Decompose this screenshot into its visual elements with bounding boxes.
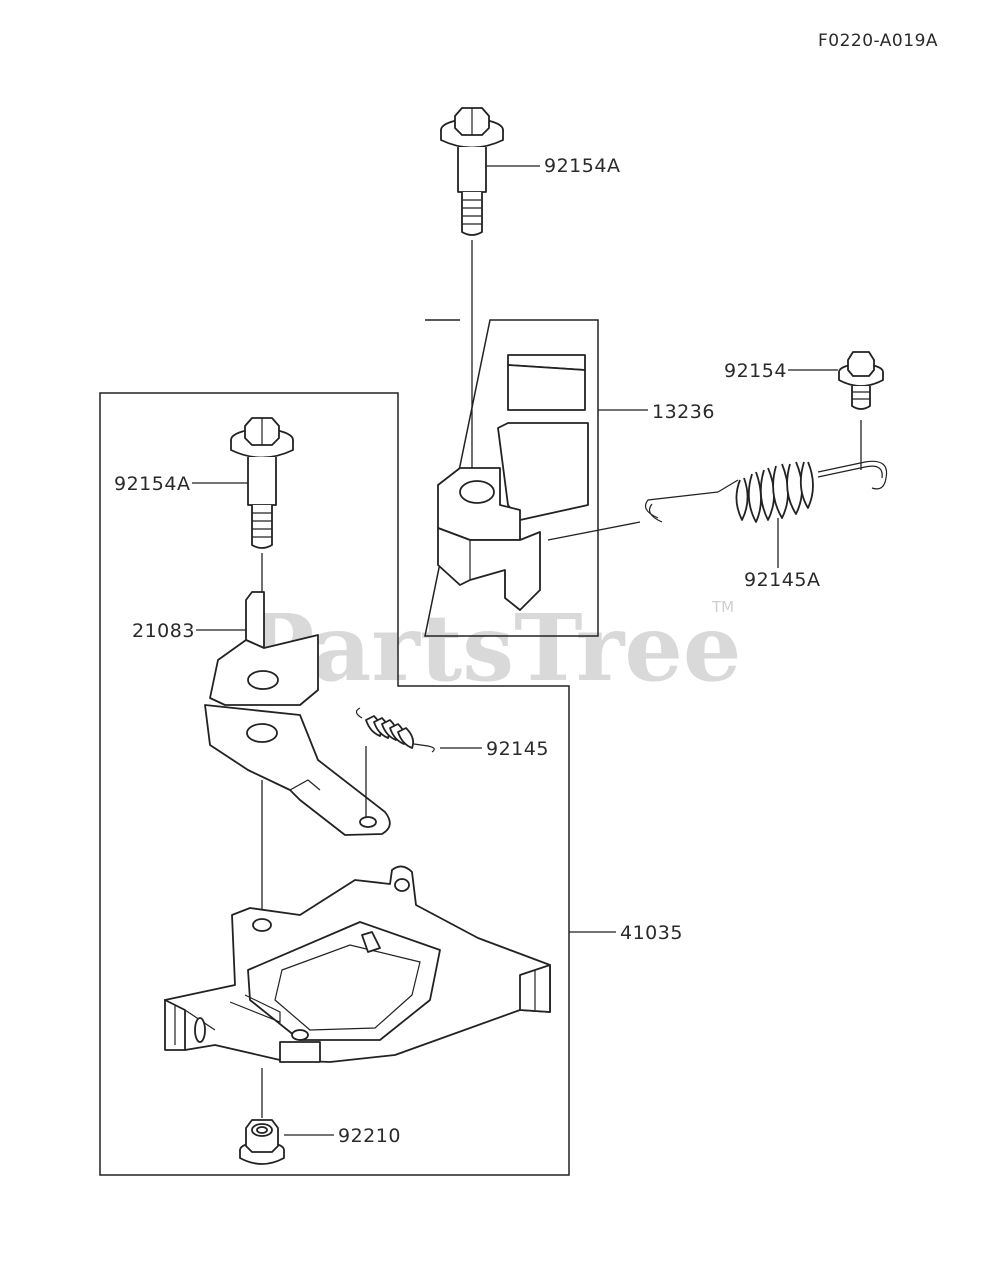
callout-21083: 21083 [132,620,195,642]
plate-41035[interactable] [164,865,551,1063]
watermark-trademark: TM [711,598,734,616]
callout-92210: 92210 [338,1125,401,1147]
callout-92154: 92154 [724,360,787,382]
diagram-code: F0220-A019A [818,31,938,51]
extension-spring-short[interactable] [355,707,435,753]
callout-92154A-top: 92154A [544,155,620,177]
flange-nut[interactable] [239,1119,285,1165]
watermark: PartsTree TM [245,594,741,702]
flange-bolt-top[interactable] [440,107,504,236]
watermark-text: PartsTree [245,594,741,702]
flange-bolt-right[interactable] [838,351,884,410]
callout-92145A: 92145A [744,569,820,591]
lower-assembly-box [99,392,570,1176]
callout-41035: 41035 [620,922,683,944]
lever-21083[interactable] [204,591,391,836]
callout-13236: 13236 [652,401,715,423]
bracket-13236[interactable] [437,354,589,611]
callout-92145: 92145 [486,738,549,760]
extension-spring-long[interactable] [645,460,888,523]
flange-bolt-left[interactable] [230,417,294,549]
callout-92154A-left: 92154A [114,473,190,495]
